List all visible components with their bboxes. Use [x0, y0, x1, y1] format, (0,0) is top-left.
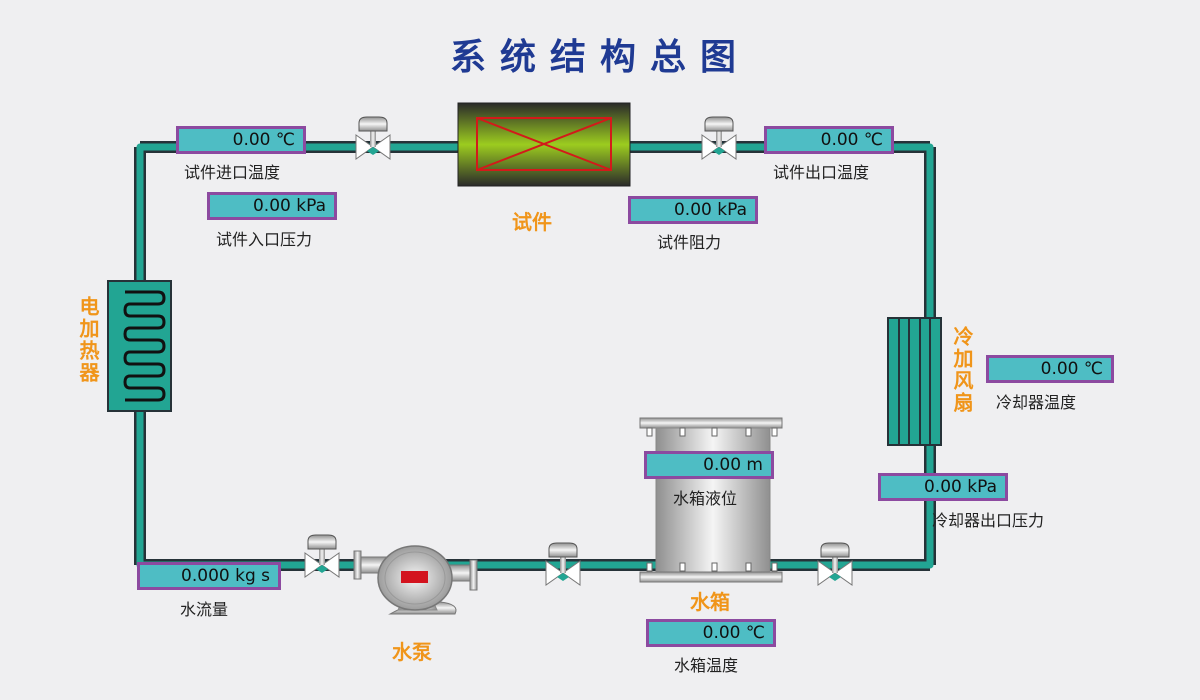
water-pump-label: 水泵 [392, 640, 432, 664]
valve-tank-inlet[interactable] [545, 542, 581, 586]
electric-heater-label: 电加热器 [76, 296, 100, 384]
water-pump[interactable] [353, 545, 478, 615]
inlet-pressure-readout: 0.00 kPa [207, 192, 337, 220]
outlet-temp-label: 试件出口温度 [773, 163, 870, 182]
test-piece[interactable] [457, 102, 631, 187]
electric-heater[interactable] [107, 280, 172, 412]
page-title: 系统结构总图 [449, 37, 750, 78]
inlet-temp-readout: 0.00 ℃ [176, 126, 306, 154]
cooling-fan[interactable] [887, 317, 942, 446]
inlet-temp-label: 试件进口温度 [184, 163, 281, 182]
inlet-pressure-label: 试件入口压力 [216, 230, 313, 249]
cooler-outlet-pressure-readout: 0.00 kPa [878, 473, 1008, 501]
flow-rate-label: 水流量 [180, 600, 229, 619]
cooler-temp-readout: 0.00 ℃ [986, 355, 1114, 383]
tank-temp-label: 水箱温度 [674, 656, 739, 675]
valve-flow[interactable] [304, 534, 340, 578]
valve-outlet[interactable] [701, 116, 737, 160]
valve-inlet[interactable] [355, 116, 391, 160]
tank-temp-readout: 0.00 ℃ [646, 619, 776, 647]
cooler-temp-label: 冷却器温度 [996, 393, 1077, 412]
water-tank-label: 水箱 [690, 590, 730, 614]
cooler-outlet-pressure-label: 冷却器出口压力 [932, 511, 1045, 530]
resistance-label: 试件阻力 [657, 233, 722, 252]
valve-cooler-outlet[interactable] [817, 542, 853, 586]
resistance-readout: 0.00 kPa [628, 196, 758, 224]
test-piece-label: 试件 [512, 210, 552, 234]
cooling-fan-label: 冷加风扇 [950, 326, 974, 414]
outlet-temp-readout: 0.00 ℃ [764, 126, 894, 154]
flow-rate-readout: 0.000 kg s [137, 562, 281, 590]
tank-level-label: 水箱液位 [673, 489, 738, 508]
tank-level-readout: 0.00 m [644, 451, 774, 479]
